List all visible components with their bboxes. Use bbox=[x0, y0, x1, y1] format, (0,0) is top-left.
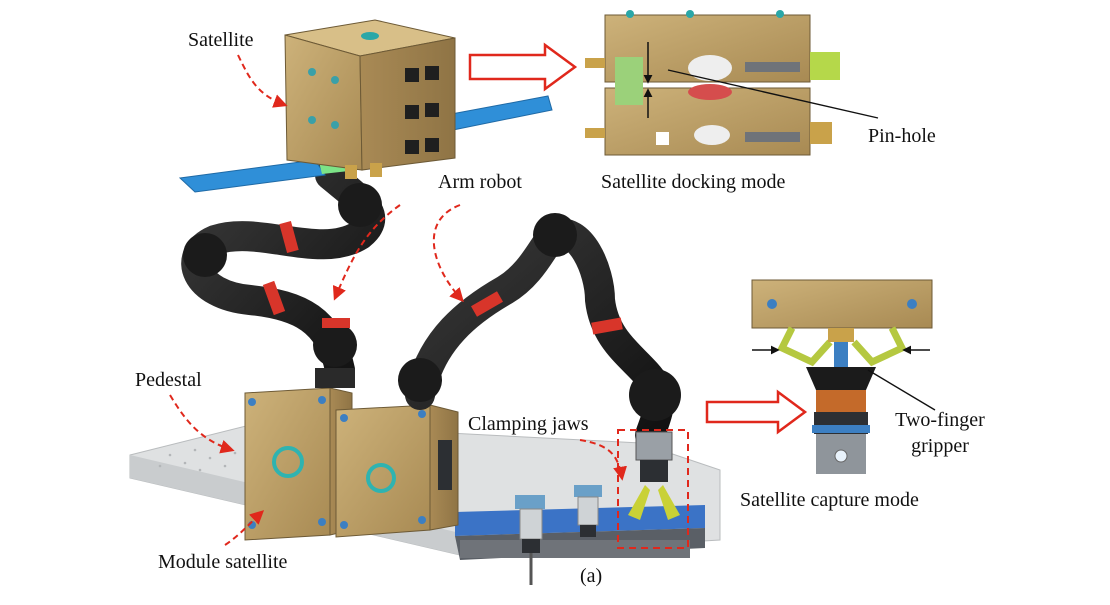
capture-end-effector bbox=[628, 431, 680, 520]
arm-robot-pointer-right bbox=[433, 204, 464, 303]
docking-outline-arrow bbox=[468, 42, 578, 92]
label-clamping-jaws: Clamping jaws bbox=[468, 413, 589, 435]
gripper-leader-line bbox=[867, 369, 936, 411]
module-tools bbox=[515, 485, 602, 585]
module-satellite-right bbox=[335, 404, 459, 538]
docking-mode-detail bbox=[585, 10, 840, 156]
label-satellite-capture-mode: Satellite capture mode bbox=[740, 489, 919, 511]
capture-outline-arrow bbox=[705, 389, 808, 435]
label-panel-tag: (a) bbox=[580, 565, 603, 587]
label-two-finger-gripper-line1: Two-finger bbox=[895, 409, 985, 431]
capture-mode-detail bbox=[751, 279, 933, 474]
satellite-pointer bbox=[237, 54, 288, 108]
annotation-arrows bbox=[169, 54, 627, 546]
arm-robot-pointer-left bbox=[332, 204, 401, 301]
arm-robot-right bbox=[398, 213, 681, 450]
label-satellite-docking-mode: Satellite docking mode bbox=[601, 171, 786, 193]
clamping-jaws-highlight-box bbox=[617, 429, 689, 549]
pedestal-pointer bbox=[169, 394, 235, 454]
pin-hole-leader-line bbox=[667, 69, 879, 119]
module-satellite-pointer bbox=[224, 510, 265, 546]
arm-robot-left bbox=[181, 160, 386, 388]
label-two-finger-gripper-line2: gripper bbox=[911, 435, 969, 457]
module-rail bbox=[455, 505, 705, 560]
label-pedestal: Pedestal bbox=[135, 369, 202, 391]
label-pin-hole: Pin-hole bbox=[868, 125, 936, 147]
clamping-jaws-pointer bbox=[579, 439, 627, 481]
satellite-cube bbox=[284, 19, 456, 179]
label-satellite: Satellite bbox=[188, 29, 254, 51]
label-arm-robot: Arm robot bbox=[438, 171, 522, 193]
label-module-satellite: Module satellite bbox=[158, 551, 288, 573]
